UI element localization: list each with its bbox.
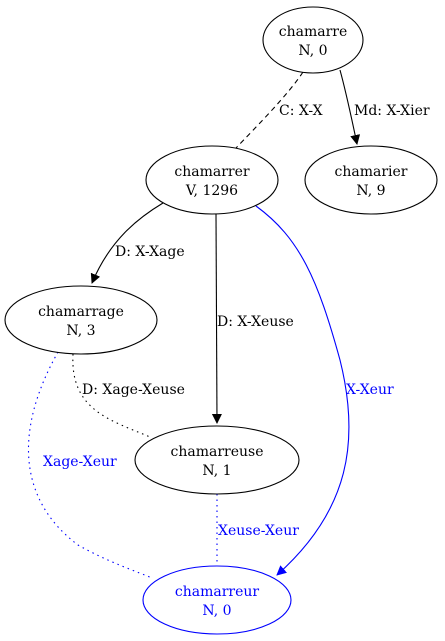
node-chamarrer[interactable]: chamarrer V, 1296 xyxy=(145,145,279,215)
edge-chamarre-chamarrer: C: X-X xyxy=(235,71,323,149)
edge-label-chamarreuse-chamarreur: Xeuse-Xeur xyxy=(218,523,299,539)
node-info-chamarrer: V, 1296 xyxy=(185,183,238,199)
edge-line-chamarrer-chamarreuse xyxy=(211,213,222,424)
edge-label-chamarrage-chamarreur: Xage-Xeur xyxy=(43,454,117,470)
node-info-chamarreuse: N, 1 xyxy=(202,463,231,479)
node-chamarreuse[interactable]: chamarreuse N, 1 xyxy=(134,425,300,495)
edges: C: X-X Md: X-Xier D: X-Xage D: X-XeuseX-Xeu… xyxy=(27,69,430,579)
node-ellipse-chamarreur[interactable] xyxy=(142,565,292,635)
nodes: chamarre N, 0 chamarrer V, 1296 chamarier N, … xyxy=(4,6,438,635)
node-ellipse-chamarreuse[interactable] xyxy=(134,425,300,495)
edge-line-chamarre-chamarrer xyxy=(235,71,304,149)
node-info-chamarreur: N, 0 xyxy=(202,603,231,619)
node-chamarrage[interactable]: chamarrage N, 3 xyxy=(4,285,158,355)
node-chamarreur[interactable]: chamarreur N, 0 xyxy=(142,565,292,635)
node-ellipse-chamarrer[interactable] xyxy=(145,145,279,215)
node-info-chamarre: N, 0 xyxy=(298,43,327,59)
edge-label-chamarre-chamarier: Md: X-Xier xyxy=(354,103,430,119)
edge-line-chamarrage-chamarreur xyxy=(27,351,153,579)
node-ellipse-chamarier[interactable] xyxy=(304,145,438,215)
edge-chamarrer-chamarrage: D: X-Xage xyxy=(90,202,185,284)
edge-label-chamarre-chamarrer: C: X-X xyxy=(279,103,323,119)
node-chamarier[interactable]: chamarier N, 9 xyxy=(304,145,438,215)
edge-label-chamarrer-chamarreuse: D: X-Xeuse xyxy=(217,314,294,330)
edge-line-chamarrer-chamarreur xyxy=(255,205,350,576)
edge-chamarrage-chamarreuse: D: Xage-Xeuse xyxy=(72,353,185,438)
edge-label-chamarrer-chamarrage: D: X-Xage xyxy=(115,244,185,260)
node-name-chamarier: chamarier xyxy=(335,164,408,180)
edge-line-chamarre-chamarier xyxy=(339,69,361,145)
edge-chamarrer-chamarreuse: D: X-Xeuse xyxy=(211,213,294,424)
edge-label-chamarrer-chamarreur: X-Xeur xyxy=(346,382,394,398)
node-info-chamarier: N, 9 xyxy=(356,183,385,199)
node-name-chamarreuse: chamarreuse xyxy=(171,444,264,460)
edge-chamarreuse-chamarreur: Xeuse-Xeur xyxy=(216,494,299,566)
node-name-chamarrage: chamarrage xyxy=(38,304,124,320)
edge-chamarrage-chamarreur: Xage-Xeur xyxy=(27,351,153,579)
node-name-chamarrer: chamarrer xyxy=(174,164,249,180)
node-info-chamarrage: N, 3 xyxy=(66,323,95,339)
edge-line-chamarrer-chamarrage xyxy=(90,202,164,284)
node-chamarre[interactable]: chamarre N, 0 xyxy=(262,6,364,74)
node-ellipse-chamarre[interactable] xyxy=(262,6,364,74)
edge-chamarrer-chamarreur: X-Xeur xyxy=(255,205,394,576)
edge-chamarre-chamarier: Md: X-Xier xyxy=(339,69,430,145)
node-name-chamarreur: chamarreur xyxy=(175,584,260,600)
node-name-chamarre: chamarre xyxy=(279,24,348,40)
edge-label-chamarrage-chamarreuse: D: Xage-Xeuse xyxy=(82,382,185,398)
node-ellipse-chamarrage[interactable] xyxy=(4,285,158,355)
edge-line-chamarrage-chamarreuse xyxy=(72,353,151,438)
